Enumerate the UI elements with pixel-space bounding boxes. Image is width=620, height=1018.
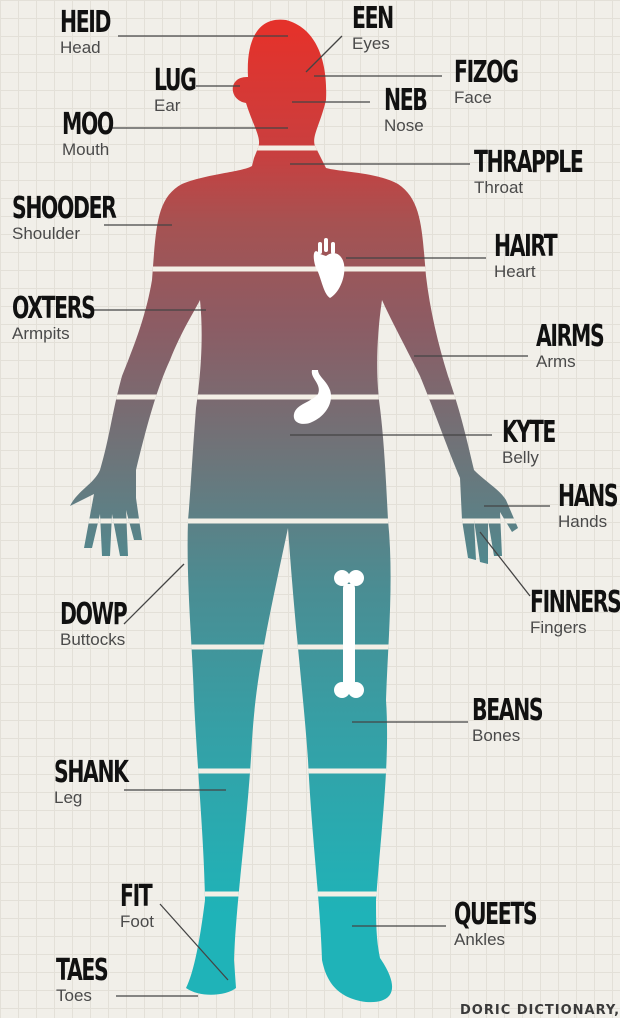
label-fingers: FINNERS Fingers — [530, 588, 620, 636]
english-word: Arms — [536, 353, 620, 370]
label-mouth: MOO Mouth — [62, 110, 137, 158]
scots-word: THRAPPLE — [474, 148, 582, 178]
label-nose: NEB Nose — [384, 86, 446, 134]
scots-word: BEANS — [472, 696, 542, 726]
scots-word: AIRMS — [536, 322, 603, 352]
label-belly: KYTE Belly — [502, 418, 580, 466]
english-word: Nose — [384, 117, 446, 134]
label-ear: LUG Ear — [154, 66, 215, 114]
scots-word: NEB — [384, 86, 426, 116]
scots-word: DOWP — [60, 600, 126, 630]
english-word: Armpits — [12, 325, 133, 342]
english-word: Ear — [154, 97, 215, 114]
scots-word: OXTERS — [12, 294, 94, 324]
label-toes: TAES Toes — [56, 956, 131, 1004]
label-shoulder: SHOODER Shoulder — [12, 194, 164, 242]
label-bones: BEANS Bones — [472, 696, 575, 744]
label-armpits: OXTERS Armpits — [12, 294, 133, 342]
scots-word: KYTE — [502, 418, 555, 448]
scots-word: HEID — [60, 8, 110, 38]
english-word: Foot — [120, 913, 166, 930]
source-credit: DORIC DICTIONARY, 27 — [460, 1003, 620, 1018]
english-word: Fingers — [530, 619, 620, 636]
english-word: Throat — [474, 179, 620, 196]
english-word: Bones — [472, 727, 575, 744]
scots-word: QUEETS — [454, 900, 536, 930]
label-arms: AIRMS Arms — [536, 322, 620, 370]
label-face: FIZOG Face — [454, 58, 548, 106]
label-heart: HAIRT Heart — [494, 232, 586, 280]
english-word: Face — [454, 89, 548, 106]
english-word: Mouth — [62, 141, 137, 158]
english-word: Leg — [54, 789, 162, 806]
label-eyes: EEN Eyes — [352, 4, 412, 52]
label-head: HEID Head — [60, 8, 134, 56]
scots-word: FIT — [120, 882, 151, 912]
scots-word: MOO — [62, 110, 113, 140]
scots-word: HAIRT — [494, 232, 556, 262]
english-word: Buttocks — [60, 631, 157, 648]
scots-word: TAES — [56, 956, 107, 986]
scots-word: FINNERS — [530, 588, 620, 618]
english-word: Heart — [494, 263, 586, 280]
english-word: Shoulder — [12, 225, 164, 242]
scots-word: SHANK — [54, 758, 128, 788]
english-word: Ankles — [454, 931, 575, 948]
english-word: Hands — [558, 513, 620, 530]
label-leg: SHANK Leg — [54, 758, 162, 806]
english-word: Head — [60, 39, 134, 56]
scots-word: EEN — [352, 4, 393, 34]
label-ankles: QUEETS Ankles — [454, 900, 575, 948]
label-hands: HANS Hands — [558, 482, 620, 530]
label-foot: FIT Foot — [120, 882, 166, 930]
scots-word: LUG — [154, 66, 196, 96]
english-word: Eyes — [352, 35, 412, 52]
label-throat: THRAPPLE Throat — [474, 148, 620, 196]
label-buttocks: DOWP Buttocks — [60, 600, 157, 648]
english-word: Belly — [502, 449, 580, 466]
scots-word: HANS — [558, 482, 617, 512]
scots-word: FIZOG — [454, 58, 518, 88]
scots-word: SHOODER — [12, 194, 116, 224]
english-word: Toes — [56, 987, 131, 1004]
